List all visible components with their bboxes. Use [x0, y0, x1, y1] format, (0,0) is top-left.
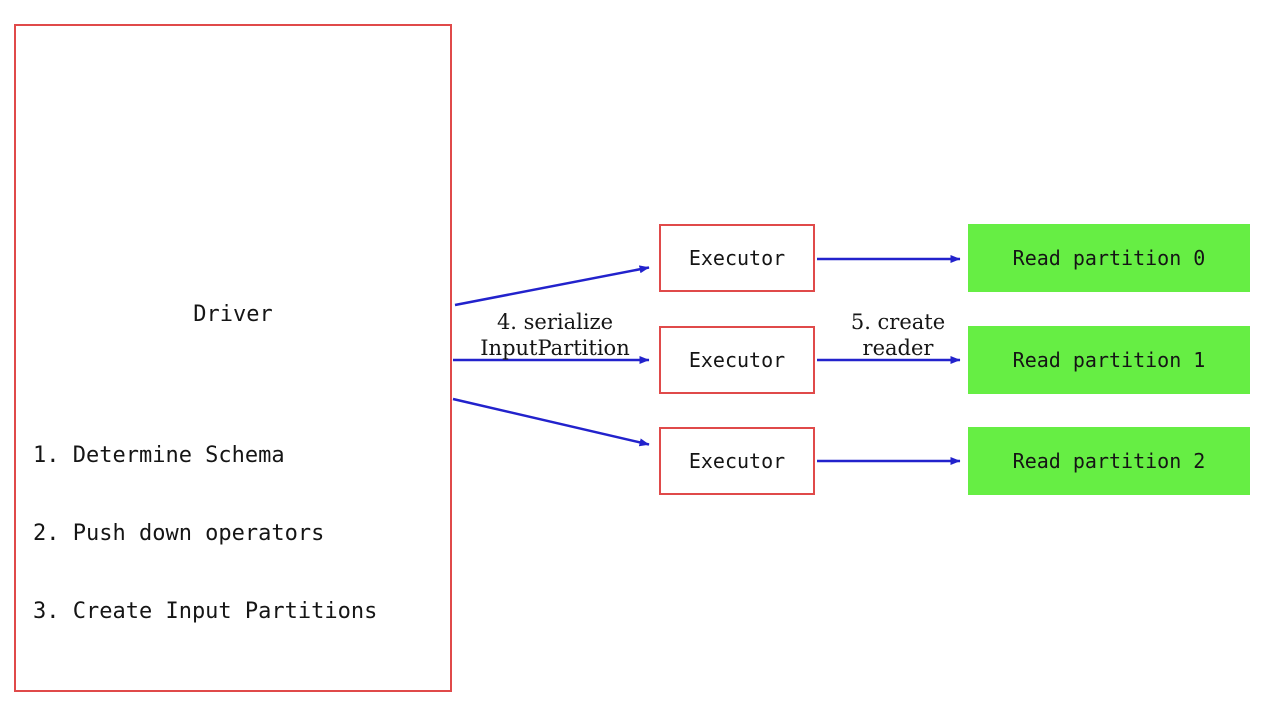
read-partition-label: Read partition 1 [1012, 348, 1206, 372]
edge-label-create-line2: reader [862, 336, 934, 360]
read-partition-box-0[interactable]: Read partition 0 [968, 224, 1250, 292]
executor-label: Executor [688, 449, 786, 473]
edge-label-create-reader: 5. create reader [838, 309, 958, 361]
arrow-driver-to-executor-2 [452, 397, 650, 447]
driver-step-3: 3. Create Input Partitions [33, 599, 378, 624]
driver-box[interactable]: Driver 1. Determine Schema 2. Push down … [14, 24, 452, 692]
driver-title: Driver [193, 302, 273, 327]
read-partition-label: Read partition 2 [1012, 449, 1206, 473]
driver-step-2: 2. Push down operators [33, 521, 325, 546]
executor-label: Executor [688, 348, 786, 372]
driver-steps-list: 1. Determine Schema 2. Push down operato… [33, 391, 377, 677]
executor-box-1[interactable]: Executor [659, 326, 815, 394]
executor-box-2[interactable]: Executor [659, 427, 815, 495]
edge-label-serialize-line1: 4. serialize [496, 310, 614, 334]
executor-box-0[interactable]: Executor [659, 224, 815, 292]
edge-label-serialize: 4. serialize InputPartition [470, 309, 640, 361]
edge-label-create-line1: 5. create [850, 310, 946, 334]
arrow-driver-to-executor-0 [454, 265, 650, 307]
read-partition-label: Read partition 0 [1012, 246, 1206, 270]
executor-label: Executor [688, 246, 786, 270]
read-partition-box-1[interactable]: Read partition 1 [968, 326, 1250, 394]
edge-label-serialize-line2: InputPartition [480, 336, 630, 360]
read-partition-box-2[interactable]: Read partition 2 [968, 427, 1250, 495]
driver-step-1: 1. Determine Schema [33, 443, 285, 468]
